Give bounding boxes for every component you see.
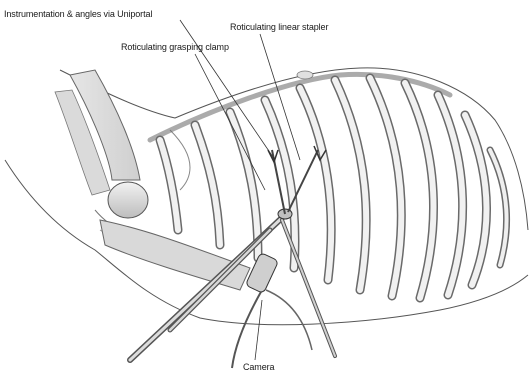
leader-lines (180, 20, 300, 360)
label-grasping-clamp: Roticulating grasping clamp (121, 42, 229, 53)
skin-mark (297, 71, 313, 79)
label-camera: Camera (243, 362, 274, 373)
label-instrumentation-uniportal: Instrumentation & angles via Uniportal (4, 9, 152, 20)
label-linear-stapler: Roticulating linear stapler (230, 22, 328, 33)
